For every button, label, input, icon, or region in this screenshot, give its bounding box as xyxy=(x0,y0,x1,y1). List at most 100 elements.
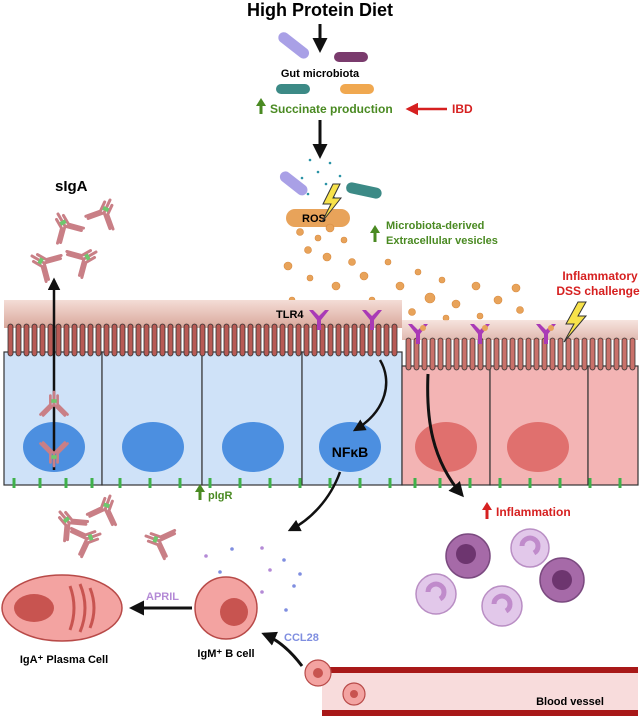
epithelial-cells-healthy xyxy=(3,351,403,486)
microvillus xyxy=(375,323,382,357)
microvillus xyxy=(95,323,102,357)
microvillus xyxy=(533,337,540,371)
microvillus xyxy=(167,323,174,357)
microvillus xyxy=(437,337,444,371)
microvillus xyxy=(517,337,524,371)
up-arrow-icon xyxy=(256,98,266,114)
microvillus xyxy=(581,337,588,371)
microvillus xyxy=(629,337,636,371)
microvillus xyxy=(103,323,110,357)
microvillus xyxy=(421,337,428,371)
pigr-label: pIgR xyxy=(208,490,232,502)
mucus-layer-healthy xyxy=(4,300,402,328)
bound-vesicles xyxy=(420,325,554,331)
microvillus xyxy=(597,337,604,371)
igm-b-cell xyxy=(194,576,258,640)
microvillus xyxy=(621,337,628,371)
igm-bcell-label: IgM⁺ B cell xyxy=(197,648,254,660)
microvillus xyxy=(605,337,612,371)
microvillus xyxy=(557,337,564,371)
microvillus xyxy=(159,323,166,357)
microvilli-healthy xyxy=(7,323,398,357)
microvillus xyxy=(501,337,508,371)
microvillus xyxy=(183,323,190,357)
microvillus xyxy=(7,323,14,357)
microvillus xyxy=(493,337,500,371)
ibd-label: IBD xyxy=(452,102,473,116)
microvillus xyxy=(143,323,150,357)
inflammation-label: Inflammation xyxy=(496,505,571,519)
microvillus xyxy=(391,323,398,357)
microvillus xyxy=(573,337,580,371)
microvillus xyxy=(589,337,596,371)
ev-label-line1: Microbiota-derived xyxy=(386,220,484,232)
page-title: High Protein Diet xyxy=(247,0,393,20)
mucus-layer-inflamed xyxy=(402,320,638,340)
microvillus xyxy=(351,323,358,357)
microvillus xyxy=(223,323,230,357)
microvillus xyxy=(87,323,94,357)
microvillus xyxy=(23,323,30,357)
blood-vessel xyxy=(304,659,638,716)
microvillus xyxy=(199,323,206,357)
metabolite-dots xyxy=(300,158,350,200)
microvillus xyxy=(215,323,222,357)
iga-plasma-cell xyxy=(1,574,123,642)
microvillus xyxy=(15,323,22,357)
microvillus xyxy=(485,337,492,371)
cytokine-dots xyxy=(204,546,302,612)
inflammatory-label-line2: DSS challenge xyxy=(556,284,640,298)
microvillus xyxy=(453,337,460,371)
microvillus xyxy=(335,323,342,357)
extracellular-vesicles xyxy=(283,223,524,322)
microvillus xyxy=(279,323,286,357)
microvillus xyxy=(271,323,278,357)
april-label: APRIL xyxy=(146,591,179,603)
microvillus xyxy=(383,323,390,357)
microvillus xyxy=(207,323,214,357)
microvillus xyxy=(461,337,468,371)
ev-label-line2: Extracellular vesicles xyxy=(386,235,498,247)
ros-label: ROS xyxy=(302,213,326,225)
microvillus xyxy=(191,323,198,357)
microbiota-mid xyxy=(279,171,382,199)
iga-plasma-label: IgA⁺ Plasma Cell xyxy=(20,654,108,666)
ccl28-arrow xyxy=(261,631,304,667)
microvillus xyxy=(525,337,532,371)
gut-microbiota-label: Gut microbiota xyxy=(281,68,360,80)
microvillus xyxy=(47,323,54,357)
microvillus xyxy=(319,323,326,357)
microvillus xyxy=(135,323,142,357)
microvillus xyxy=(359,323,366,357)
microvillus xyxy=(613,337,620,371)
microvillus xyxy=(71,323,78,357)
immune-cell-icon xyxy=(415,528,585,627)
microvillus xyxy=(311,323,318,357)
up-arrow-icon xyxy=(482,502,492,519)
microvillus xyxy=(63,323,70,357)
microvillus xyxy=(175,323,182,357)
antibody-icon xyxy=(23,192,126,284)
microvillus xyxy=(151,323,158,357)
microvillus xyxy=(327,323,334,357)
microvillus xyxy=(469,337,476,371)
tlr4-nfkb-arrow xyxy=(352,359,388,432)
nfkb-label: NFκB xyxy=(332,444,369,460)
microvillus xyxy=(445,337,452,371)
microvilli-inflamed xyxy=(405,337,636,371)
microvillus xyxy=(231,323,238,357)
blood-vessel-label: Blood vessel xyxy=(536,696,604,708)
microvillus xyxy=(127,323,134,357)
microvillus xyxy=(119,323,126,357)
microvillus xyxy=(549,337,556,371)
microbiota-top xyxy=(276,32,374,94)
microvillus xyxy=(343,323,350,357)
inflammation-path-arrow xyxy=(426,373,464,498)
lightning-icon xyxy=(563,301,588,343)
microvillus xyxy=(255,323,262,357)
microvillus xyxy=(263,323,270,357)
microvillus xyxy=(509,337,516,371)
nfkb-bcell-arrow xyxy=(287,471,342,532)
microvillus xyxy=(239,323,246,357)
